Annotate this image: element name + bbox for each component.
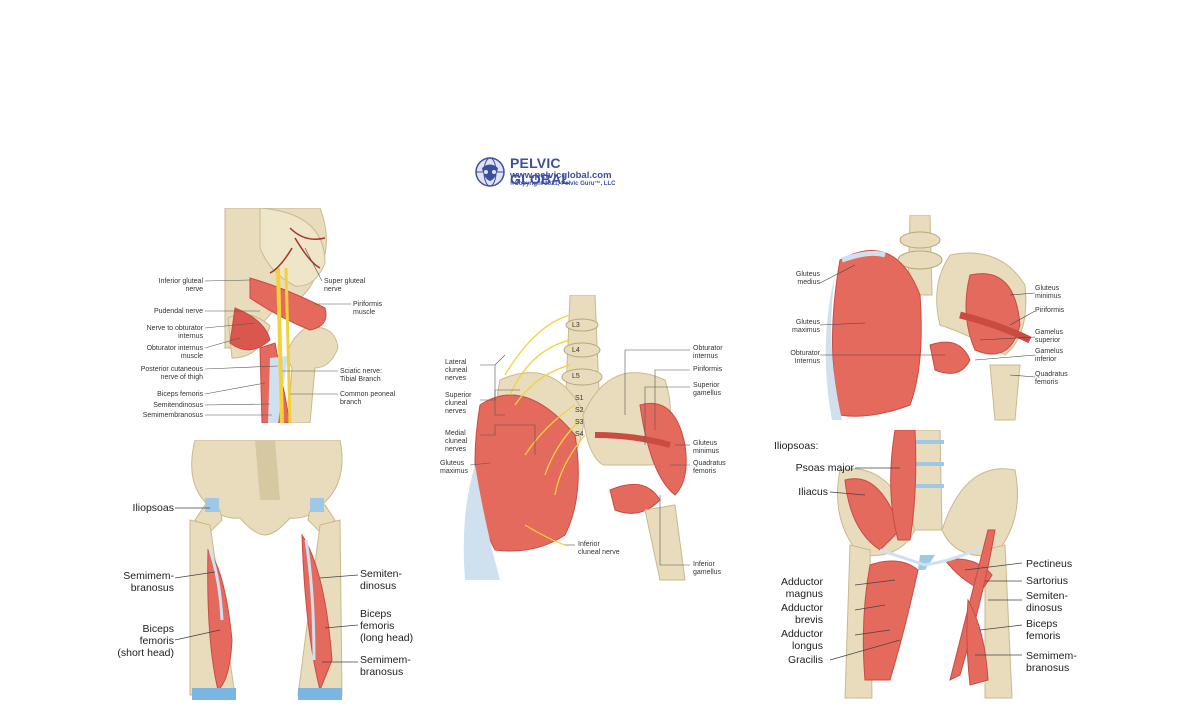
vertebra-s4: S4 (575, 431, 584, 438)
label-obturator-internus-right: Obturator Internus (790, 350, 820, 366)
label-inferior-gluteal-nerve: Inferior gluteal nerve (158, 278, 203, 294)
label-iliacus: Iliacus (798, 486, 828, 498)
label-obturator-internus-center: Obturator internus (693, 345, 723, 361)
label-gluteus-minimus-center: Gluteus minimus (693, 440, 720, 456)
vertebra-l5: L5 (572, 373, 580, 380)
label-gamelus-superior: Gamelus superior (1035, 329, 1064, 345)
label-medial-cluneal-nerves: Medial cluneal nerves (445, 430, 468, 454)
label-inferior-gamellus: Inferior gamellus (693, 561, 722, 577)
label-adductor-longus: Adductor longus (780, 628, 823, 653)
label-biceps-femoris-long-head: Biceps femoris (long head) (360, 608, 414, 645)
label-semitendinosus: Semitendinosus (153, 402, 203, 409)
pelvic-global-logo: PELVIC GLOBAL www.pelvicglobal.com ©Copy… (474, 155, 624, 191)
label-gracilis: Gracilis (787, 654, 823, 666)
hamstrings-illustration (174, 440, 359, 700)
label-superior-cluneal-nerves: Superior cluneal nerves (445, 392, 472, 416)
label-iliopsoas: Iliopsoas (132, 502, 174, 514)
gluteal-muscles-illustration (819, 215, 1036, 421)
label-iliopsoas-header: Iliopsoas: (774, 440, 819, 452)
label-sciatic-nerve-tibial: Sciatic nerve: Tibial Branch (340, 368, 383, 384)
label-quadratus-femoris-center: Quadratus femoris (693, 460, 726, 476)
label-superior-gamellus: Superior gamellus (693, 382, 722, 398)
vertebra-s2: S2 (575, 407, 584, 414)
globe-pelvis-icon (475, 157, 505, 187)
vertebra-s3: S3 (575, 419, 584, 426)
vertebra-l4: L4 (572, 347, 580, 354)
cluneal-nerves-illustration (463, 295, 690, 581)
iliopsoas-adductors-illustration (829, 430, 1023, 699)
panel-iliopsoas-adductors-anterior: Iliopsoas: Psoas major Iliacus Adductor … (760, 430, 1100, 700)
panel-sciatic-nerve-posterior-hip: Inferior gluteal nerve Pudendal nerve Ne… (110, 208, 430, 423)
label-gluteus-maximus-right: Gluteus maximus (791, 319, 820, 335)
panel-gluteal-muscles-posterior: Gluteus medius Gluteus maximus Obturator… (770, 215, 1090, 425)
label-piriformis-muscle: Piriformis muscle (353, 301, 383, 317)
label-pudendal-nerve: Pudendal nerve (153, 308, 203, 315)
label-nerve-to-obturator-internus: Nerve to obturator internus (146, 325, 203, 341)
label-gamelus-inferior: Gamelus inferior (1035, 348, 1064, 364)
label-inferior-cluneal-nerve: Inferior cluneal nerve (578, 541, 620, 557)
label-piriformis-center: Piriformis (693, 366, 723, 373)
label-semimembranosus: Semimembranosus (142, 412, 203, 419)
label-adductor-magnus: Adductor magnus (780, 576, 823, 601)
logo-title: PELVIC GLOBAL (510, 155, 571, 187)
label-common-peoneal-branch: Common peoneal branch (340, 391, 396, 407)
label-semitendinosus-br: Semiten- dinosus (1026, 590, 1069, 615)
logo-url: www.pelvicglobal.com (510, 170, 612, 181)
label-psoas-major: Psoas major (795, 462, 854, 474)
panel-cluneal-nerves-posterior: L3 L4 L5 S1 S2 S3 S4 Lateral cluneal ner… (435, 295, 735, 585)
vertebra-s1: S1 (575, 395, 584, 402)
label-semimembranosus-left: Semimem- branosus (123, 570, 174, 595)
label-gluteus-maximus-center: Gluteus maximus (440, 460, 469, 476)
label-sartorius: Sartorius (1026, 575, 1069, 587)
vertebra-l3: L3 (572, 322, 580, 329)
label-gluteus-minimus-right: Gluteus minimus (1035, 285, 1062, 301)
panel-hamstrings-anterior: Iliopsoas Semimem- branosus Biceps femor… (110, 440, 440, 700)
label-lateral-cluneal-nerves: Lateral cluneal nerves (445, 359, 468, 383)
logo-copyright: ©Copyright 2021, Pelvic Guru™, LLC (510, 181, 616, 187)
label-posterior-cutaneous-nerve: Posterior cutaneous nerve of thigh (140, 366, 203, 382)
label-super-gluteal-nerve: Super gluteal nerve (324, 278, 366, 294)
label-biceps-femoris-br: Biceps femoris (1026, 618, 1061, 643)
label-semitendinosus-right: Semiten- dinosus (360, 568, 403, 593)
label-quadratus-femoris-right: Quadratus femoris (1035, 371, 1068, 387)
label-obturator-internus-muscle: Obturator internus muscle (146, 345, 203, 361)
label-adductor-brevis: Adductor brevis (780, 602, 823, 627)
label-semimembranosus-right: Semimem- branosus (360, 654, 411, 679)
label-semimembranosus-br: Semimem- branosus (1026, 650, 1077, 675)
label-gluteus-medius: Gluteus medius (795, 271, 820, 287)
label-pectineus: Pectineus (1026, 558, 1073, 570)
label-biceps-femoris-short-head: Biceps femoris (short head) (117, 623, 174, 660)
label-biceps-femoris: Biceps femoris (157, 391, 203, 398)
label-piriformis-right: Piriformis (1035, 307, 1065, 314)
